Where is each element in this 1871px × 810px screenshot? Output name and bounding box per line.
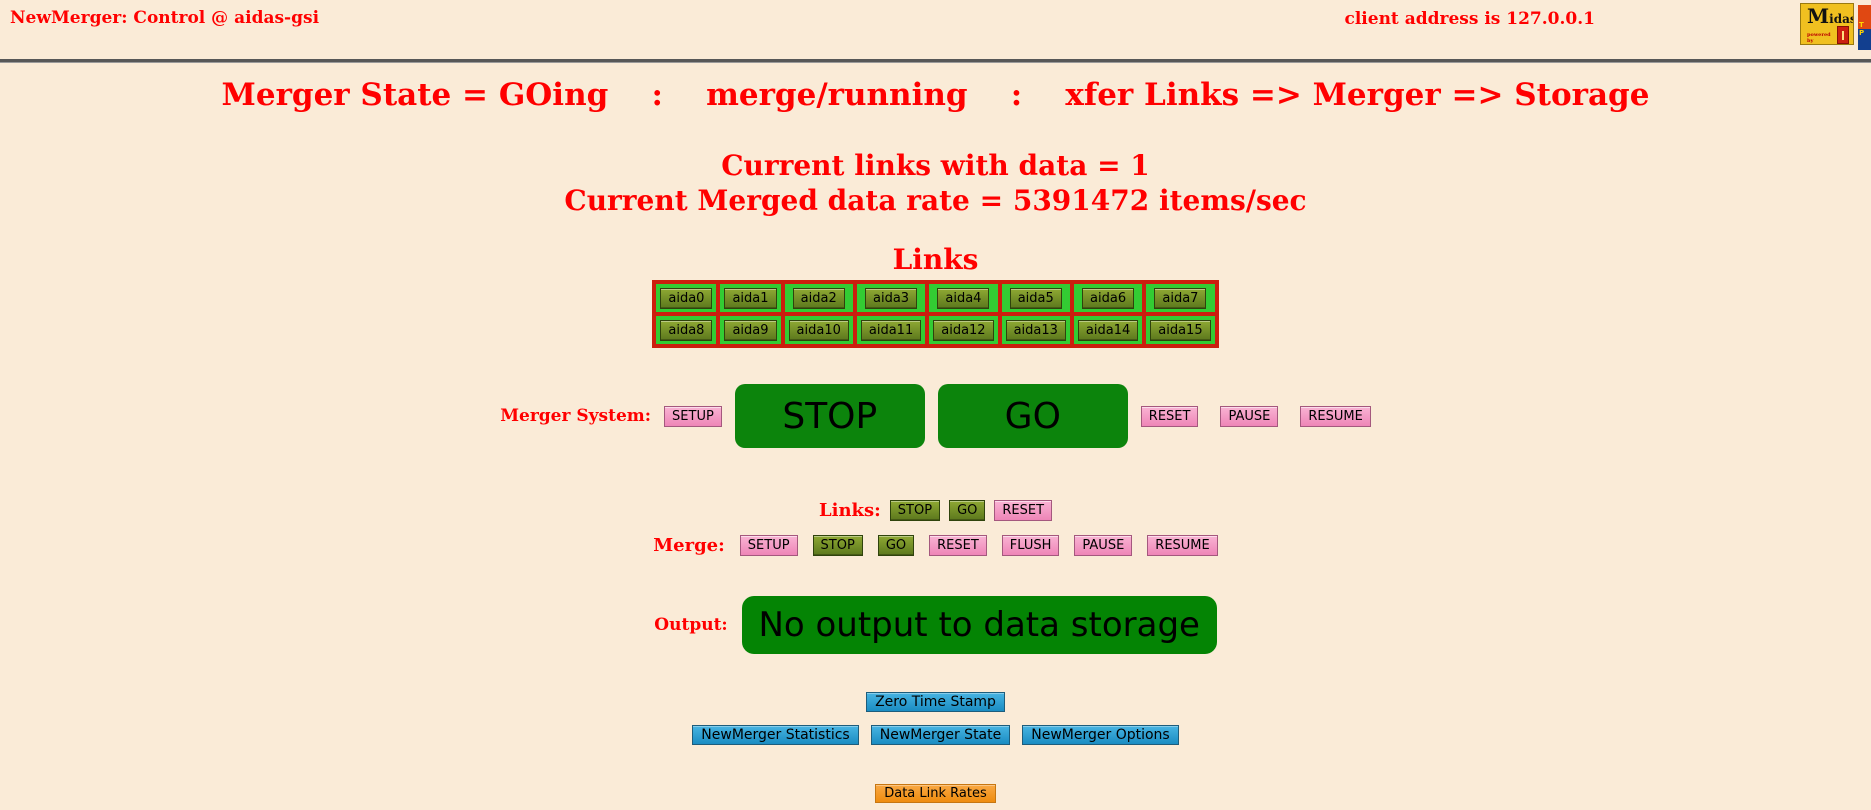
- merge-go-button[interactable]: GO: [877, 535, 915, 557]
- merger-reset-button[interactable]: RESET: [1140, 405, 1199, 427]
- merge-flush-button[interactable]: FLUSH: [1001, 535, 1060, 557]
- link-button-aida13[interactable]: aida13: [1005, 320, 1066, 342]
- link-cell: aida13: [1001, 316, 1070, 345]
- link-cell: aida6: [1073, 284, 1143, 313]
- client-address: client address is 127.0.0.1: [1344, 9, 1595, 29]
- link-button-aida11[interactable]: aida11: [860, 320, 922, 342]
- links-table: aida0 aida1 aida2 aida3 aida4 aida5 aida…: [652, 280, 1219, 349]
- link-button-aida4[interactable]: aida4: [937, 288, 990, 310]
- zero-time-stamp-row: Zero Time Stamp: [0, 692, 1871, 713]
- links-with-data-text: Current links with data = 1: [721, 149, 1150, 183]
- newmerger-buttons-row: NewMerger Statistics NewMerger State New…: [0, 725, 1871, 746]
- link-cell: aida4: [929, 284, 998, 313]
- merger-state-heading: Merger State = GOing : merge/running : x…: [221, 77, 1650, 113]
- midas-logo[interactable]: Midas powered by: [1800, 3, 1854, 45]
- merger-system-label: Merger System:: [500, 406, 652, 427]
- link-button-aida12[interactable]: aida12: [933, 320, 994, 342]
- output-row: Output: No output to data storage: [0, 596, 1871, 655]
- merger-go-button[interactable]: GO: [937, 384, 1128, 449]
- link-cell: aida7: [1146, 284, 1215, 313]
- link-button-aida5[interactable]: aida5: [1009, 288, 1062, 310]
- link-button-aida6[interactable]: aida6: [1082, 288, 1135, 310]
- triumf-logo-partial[interactable]: T P: [1858, 5, 1871, 50]
- links-controls-row: Links: STOP GO RESET: [0, 500, 1871, 522]
- header-divider: [0, 59, 1871, 63]
- newmerger-statistics-button[interactable]: NewMerger Statistics: [692, 725, 859, 746]
- midas-powered-by: powered by: [1807, 32, 1831, 44]
- midas-figure-icon: [1836, 26, 1849, 44]
- merge-resume-button[interactable]: RESUME: [1147, 535, 1218, 557]
- header: NewMerger: Control @ aidas-gsi client ad…: [0, 0, 1871, 63]
- link-cell: aida15: [1146, 316, 1215, 345]
- merger-resume-button[interactable]: RESUME: [1300, 405, 1371, 427]
- link-cell: aida2: [784, 284, 853, 313]
- merge-controls-label: Merge:: [653, 535, 725, 557]
- links-table-row-1: aida0 aida1 aida2 aida3 aida4 aida5 aida…: [656, 284, 1215, 313]
- link-button-aida15[interactable]: aida15: [1150, 320, 1211, 342]
- merger-system-row: Merger System: SETUP STOP GO RESET PAUSE…: [0, 384, 1871, 449]
- merger-pause-button[interactable]: PAUSE: [1220, 405, 1279, 427]
- link-cell: aida9: [720, 316, 781, 345]
- link-button-aida3[interactable]: aida3: [865, 288, 918, 310]
- merge-stop-button[interactable]: STOP: [812, 535, 863, 557]
- data-link-rates-row: Data Link Rates: [0, 784, 1871, 804]
- link-cell: aida5: [1001, 284, 1070, 313]
- link-button-aida1[interactable]: aida1: [724, 288, 777, 310]
- link-cell: aida0: [656, 284, 717, 313]
- link-button-aida7[interactable]: aida7: [1154, 288, 1207, 310]
- link-button-aida0[interactable]: aida0: [660, 288, 713, 310]
- link-cell: aida12: [929, 316, 998, 345]
- link-button-aida10[interactable]: aida10: [788, 320, 849, 342]
- status-block: Current links with data = 1 Current Merg…: [0, 148, 1871, 218]
- link-cell: aida14: [1073, 316, 1143, 345]
- link-cell: aida11: [856, 316, 926, 345]
- midas-logo-text: Midas: [1807, 4, 1854, 28]
- links-reset-button[interactable]: RESET: [994, 500, 1053, 522]
- link-button-aida8[interactable]: aida8: [660, 320, 713, 342]
- merge-reset-button[interactable]: RESET: [929, 535, 987, 557]
- links-table-row-2: aida8 aida9 aida10 aida11 aida12 aida13 …: [656, 316, 1215, 345]
- merged-data-rate-text: Current Merged data rate = 5391472 items…: [564, 184, 1307, 218]
- merge-pause-button[interactable]: PAUSE: [1074, 535, 1133, 557]
- link-cell: aida3: [856, 284, 926, 313]
- links-stop-button[interactable]: STOP: [889, 500, 941, 522]
- newmerger-state-button[interactable]: NewMerger State: [870, 725, 1011, 746]
- links-heading: Links: [892, 243, 979, 277]
- link-button-aida2[interactable]: aida2: [792, 288, 845, 310]
- merge-setup-button[interactable]: SETUP: [739, 535, 798, 557]
- newmerger-options-button[interactable]: NewMerger Options: [1022, 725, 1179, 746]
- merger-setup-button[interactable]: SETUP: [664, 405, 722, 427]
- merge-controls-row: Merge: SETUP STOP GO RESET FLUSH PAUSE R…: [0, 535, 1871, 557]
- link-button-aida9[interactable]: aida9: [724, 320, 777, 342]
- link-button-aida14[interactable]: aida14: [1077, 320, 1139, 342]
- zero-time-stamp-button[interactable]: Zero Time Stamp: [866, 692, 1005, 713]
- page-title: NewMerger: Control @ aidas-gsi: [10, 8, 320, 28]
- output-status-button[interactable]: No output to data storage: [741, 596, 1217, 655]
- data-link-rates-button[interactable]: Data Link Rates: [875, 784, 996, 804]
- merger-stop-button[interactable]: STOP: [734, 384, 925, 449]
- links-controls-label: Links:: [818, 500, 881, 522]
- links-go-button[interactable]: GO: [949, 500, 986, 522]
- link-cell: aida1: [720, 284, 781, 313]
- output-label: Output:: [654, 615, 728, 636]
- link-cell: aida10: [784, 316, 853, 345]
- link-cell: aida8: [656, 316, 717, 345]
